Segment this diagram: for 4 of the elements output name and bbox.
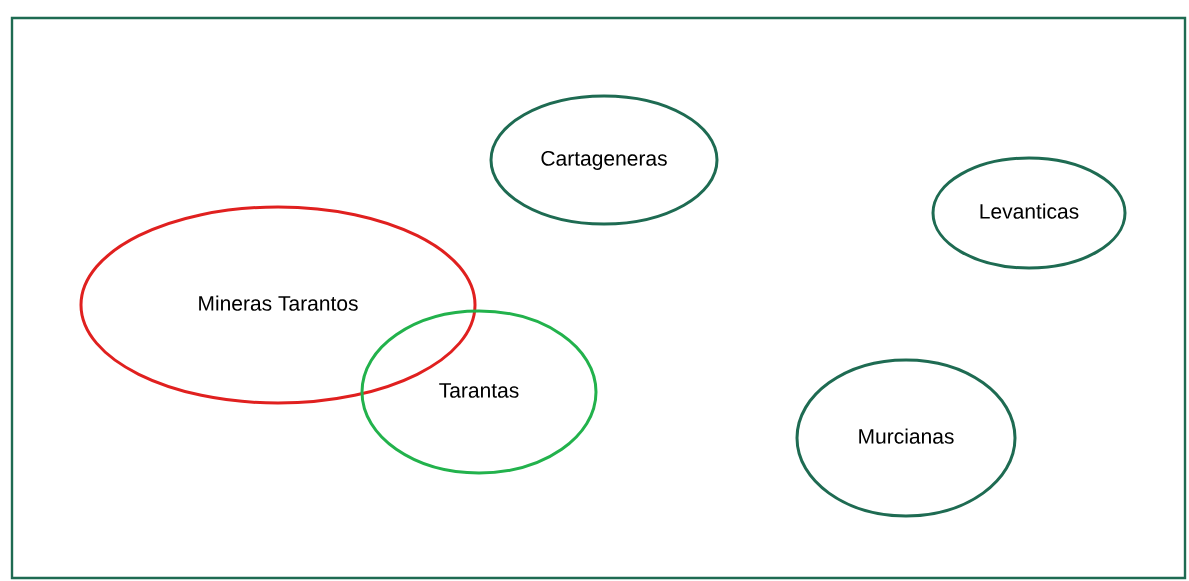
ellipse-node: Cartageneras xyxy=(489,94,719,226)
ellipse-node: Tarantas xyxy=(360,309,598,475)
ellipse-node: Murcianas xyxy=(795,358,1017,518)
ellipse-node: Levanticas xyxy=(931,156,1127,270)
